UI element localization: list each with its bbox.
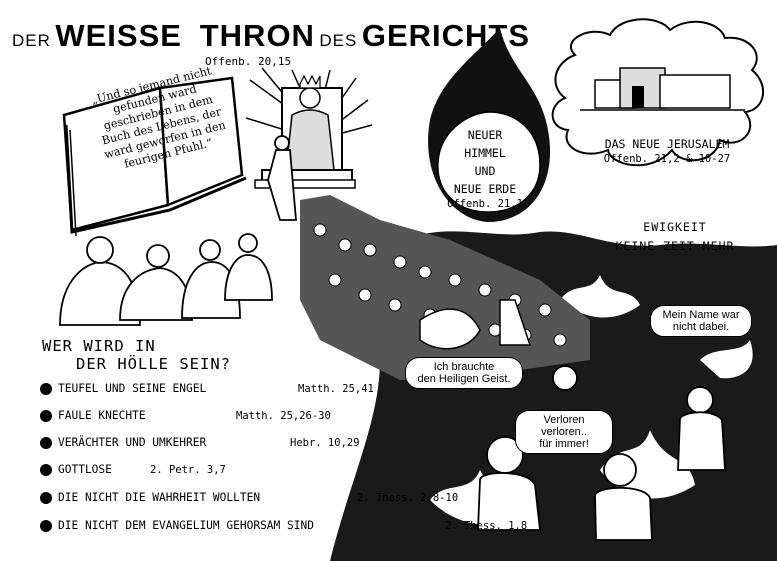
list-item-reference: Matth. 25,26-30 xyxy=(236,410,331,422)
list-item-reference: 2. Petr. 3,7 xyxy=(150,464,226,476)
new-jerusalem-caption: DAS NEUE JERUSALEM Offenb. 21,2 & 10-27 xyxy=(572,137,762,167)
hell-question: WER WIRD IN DER HÖLLE SEIN? xyxy=(42,337,231,373)
speech-bubble-name: Mein Name war nicht dabei. xyxy=(650,305,752,337)
title-weisse: WEISSE xyxy=(55,18,182,53)
bullet-icon xyxy=(40,409,52,422)
new-heaven-line: NEUER xyxy=(467,128,503,142)
eternity-line1: EWIGKEIT xyxy=(643,220,707,234)
list-item-text: DIE NICHT DIE WAHRHEIT WOLLTEN xyxy=(58,491,261,504)
list-item-reference: 2. Thess. 2,8-10 xyxy=(357,492,459,504)
new-jerusalem-label: DAS NEUE JERUSALEM xyxy=(604,137,730,151)
figures-in-fire-icon xyxy=(477,365,726,541)
list-item: TEUFEL UND SEINE ENGEL xyxy=(40,382,206,395)
bubble-line: für immer! xyxy=(539,438,589,450)
new-jerusalem-reference: Offenb. 21,2 & 10-27 xyxy=(603,153,731,165)
bubble-line: Ich brauchte xyxy=(433,361,495,373)
page-title: DER WEISSE THRON DES GERICHTS xyxy=(12,18,530,54)
list-item: DIE NICHT DEM EVANGELIUM GEHORSAM SIND xyxy=(40,519,314,532)
list-item: DIE NICHT DIE WAHRHEIT WOLLTEN xyxy=(40,491,260,504)
new-heaven-line: UND xyxy=(474,164,496,178)
list-item: GOTTLOSE xyxy=(40,463,112,476)
bullet-icon xyxy=(40,382,52,395)
bullet-icon xyxy=(40,463,52,476)
bullet-icon xyxy=(40,519,52,532)
list-item-text: VERÄCHTER UND UMKEHRER xyxy=(58,436,207,449)
title-des: DES xyxy=(319,31,358,50)
flame-icon xyxy=(428,28,551,222)
bubble-line: verloren.. xyxy=(541,426,587,438)
book-of-life-icon xyxy=(62,76,247,237)
eternity-caption: EWIGKEIT KEINE ZEIT MEHR xyxy=(580,218,770,256)
question-line1: WER WIRD IN xyxy=(42,337,156,355)
new-heaven-reference: Offenb. 21,1 xyxy=(447,198,523,210)
bubble-line: den Heiligen Geist. xyxy=(417,373,511,385)
list-item-reference: 2. Thess. 1,8 xyxy=(445,520,528,532)
bubble-line: Verloren xyxy=(543,414,585,426)
new-heaven-line: HIMMEL xyxy=(464,146,506,160)
new-heaven-text: NEUER HIMMEL UND NEUE ERDE Offenb. 21,1 xyxy=(430,126,540,210)
bubble-line: nicht dabei. xyxy=(672,321,730,333)
eternity-line2: KEINE ZEIT MEHR xyxy=(615,239,735,253)
question-line2: DER HÖLLE SEIN? xyxy=(76,355,231,373)
bullet-icon xyxy=(40,491,52,504)
cloud-icon xyxy=(551,18,765,167)
list-item-text: TEUFEL UND SEINE ENGEL xyxy=(58,382,207,395)
bubble-line: Mein Name war xyxy=(662,309,740,321)
list-item-text: GOTTLOSE xyxy=(58,463,112,476)
list-item-reference: Hebr. 10,29 xyxy=(290,437,360,449)
list-item-text: FAULE KNECHTE xyxy=(58,409,146,422)
title-der: DER xyxy=(12,31,51,50)
speech-bubble-spirit: Ich brauchte den Heiligen Geist. xyxy=(405,357,523,389)
list-item-text: DIE NICHT DEM EVANGELIUM GEHORSAM SIND xyxy=(58,519,314,532)
list-item: VERÄCHTER UND UMKEHRER xyxy=(40,436,206,449)
list-item-reference: Matth. 25,41 xyxy=(298,383,374,395)
title-reference: Offenb. 20,15 xyxy=(205,55,292,68)
speech-bubble-lost: Verloren verloren.. für immer! xyxy=(515,410,613,454)
bullet-icon xyxy=(40,436,52,449)
jerusalem-city-icon xyxy=(580,67,745,111)
list-item: FAULE KNECHTE xyxy=(40,409,146,422)
crowd-stream-icon xyxy=(300,195,590,380)
crowd-left-icon xyxy=(59,135,297,326)
new-heaven-line: NEUE ERDE xyxy=(453,182,517,196)
title-thron: THRON xyxy=(199,18,315,53)
